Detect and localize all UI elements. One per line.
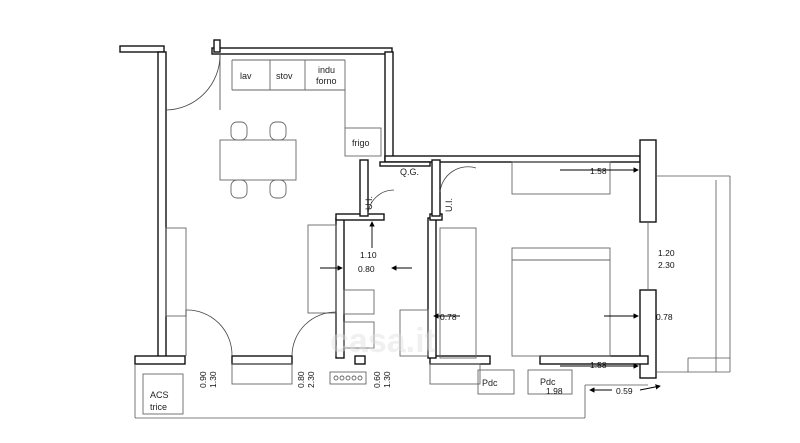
dim-090: 0.90 [198,371,208,388]
dim-198: 1.98 [546,386,563,396]
dim-130-a: 1.30 [208,371,218,388]
dining-table [219,121,297,199]
dim-080: 0.80 [358,264,375,274]
label-indu: indu [318,65,335,75]
label-lav: lav [240,71,252,81]
dim-158-top: 1.58 [590,166,607,176]
watermark: casa.it [330,322,436,360]
bathroom [343,166,477,357]
dim-120: 1.20 [658,248,675,258]
label-ui-right: U.I. [444,198,454,212]
label-acs-trice: trice [150,402,167,412]
dim-078-left: 0.78 [440,312,457,322]
label-pdc-2: Pdc [540,377,556,387]
walls [119,39,657,379]
dimension-lines [320,167,661,393]
dim-230-b: 2.30 [306,371,316,388]
outdoor-units [231,363,573,395]
label-acs: ACS [150,390,169,400]
dim-110: 1.10 [360,250,377,260]
label-qg: Q.G. [400,167,419,177]
dim-080-b: 0.80 [296,371,306,388]
living-furniture [165,224,337,357]
dim-130-b: 1.30 [382,371,392,388]
bedroom [439,161,611,359]
label-pdc-1: Pdc [482,378,498,388]
dim-158-bottom: 1.58 [590,360,607,370]
label-forno: forno [316,76,337,86]
kitchen [165,54,382,157]
terrace [134,175,731,419]
dim-060: 0.60 [372,371,382,388]
label-ui-left: U.I. [364,196,374,210]
label-frigo: frigo [352,138,370,148]
dim-230-right: 2.30 [658,260,675,270]
label-stov: stov [276,71,293,81]
dim-078-right: 0.78 [656,312,673,322]
dim-059: 0.59 [616,386,633,396]
